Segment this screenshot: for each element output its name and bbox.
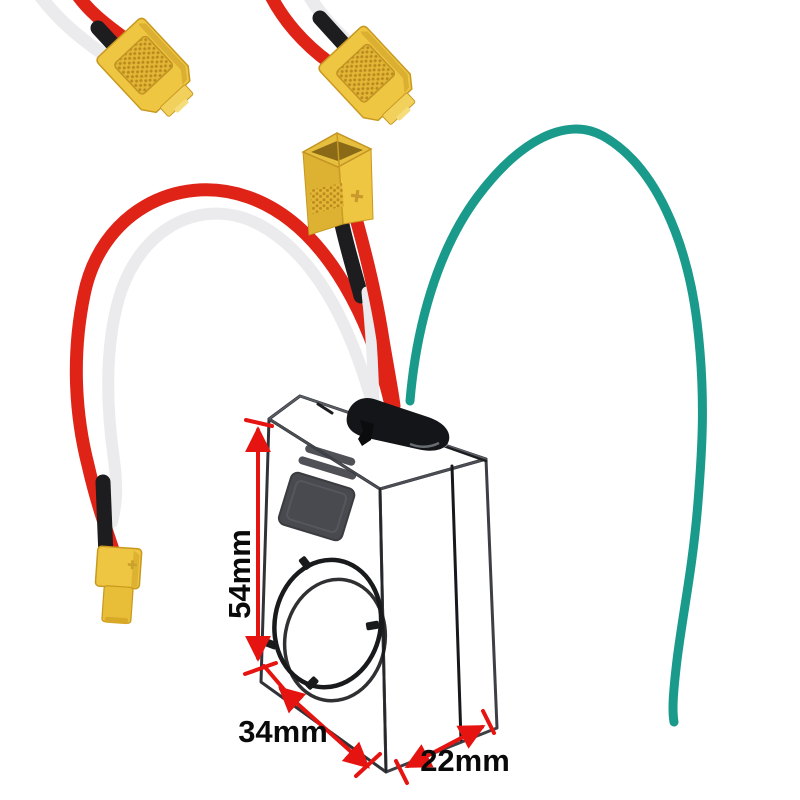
- xt60-knurl-band: [310, 183, 344, 214]
- red-wire-stub: [350, 215, 401, 413]
- embossed-text-row: [305, 444, 356, 466]
- white-wire-stub: [361, 286, 380, 410]
- embossed-text-row: [298, 456, 357, 480]
- module-power-leads: [333, 212, 401, 413]
- grommet-highlight: [409, 441, 440, 448]
- buzzer-speaker-ring: [263, 556, 388, 703]
- dimension-height-label: 54mm: [222, 529, 257, 619]
- red-wire-arc: [69, 183, 398, 569]
- dimension-annotations: [243, 418, 496, 785]
- dimension-width-tick-start: [262, 664, 290, 696]
- box-lid-notch: [316, 402, 334, 415]
- red-wire: [265, 0, 337, 70]
- pigtail-top-left: [35, 0, 208, 131]
- dimension-width-line: [278, 686, 370, 769]
- dimension-width-tick-end: [354, 752, 382, 778]
- dimension-depth-label: 22mm: [420, 743, 510, 778]
- speaker-tab: [365, 620, 380, 631]
- xt60-edge-line: [336, 132, 344, 225]
- embossed-logo: [277, 444, 357, 542]
- xt30-polarity-mark: [127, 560, 137, 570]
- embossed-logo-inner: [286, 480, 348, 534]
- xt30-plug-tip: [104, 616, 128, 625]
- xt60-polarity-mark: [350, 189, 364, 203]
- embossed-logo-plate: [277, 471, 356, 542]
- white-wire-arc: [102, 207, 379, 528]
- dimension-width-label: 34mm: [238, 714, 328, 749]
- dimension-height-tick-top: [244, 418, 274, 428]
- pigtail-top-middle: [265, 0, 430, 139]
- xt30-body-shade: [131, 550, 140, 589]
- box-side-face: [378, 457, 499, 774]
- grommet-blob: [346, 397, 450, 451]
- xt30-connector: [94, 545, 143, 625]
- box-front-right-edge: [379, 488, 387, 773]
- speaker-tab: [305, 676, 319, 690]
- xt60-connector-module: [301, 132, 374, 236]
- white-wire: [35, 0, 110, 61]
- dimension-depth-tick-start: [394, 759, 409, 785]
- green-antenna-wire: [405, 124, 707, 727]
- dimension-height-tick-bottom: [243, 661, 278, 676]
- black-heatshrink-lead: [95, 474, 114, 564]
- black-heatshrink: [333, 212, 369, 304]
- dimension-depth-tick-end: [481, 709, 496, 735]
- cable-grommet: [346, 397, 450, 451]
- dimension-depth-line: [404, 725, 486, 768]
- speaker-tab: [298, 556, 312, 570]
- grommet-clip: [358, 420, 374, 446]
- xt60-socket-opening: [311, 141, 363, 161]
- box-lid-seam-side: [450, 464, 463, 742]
